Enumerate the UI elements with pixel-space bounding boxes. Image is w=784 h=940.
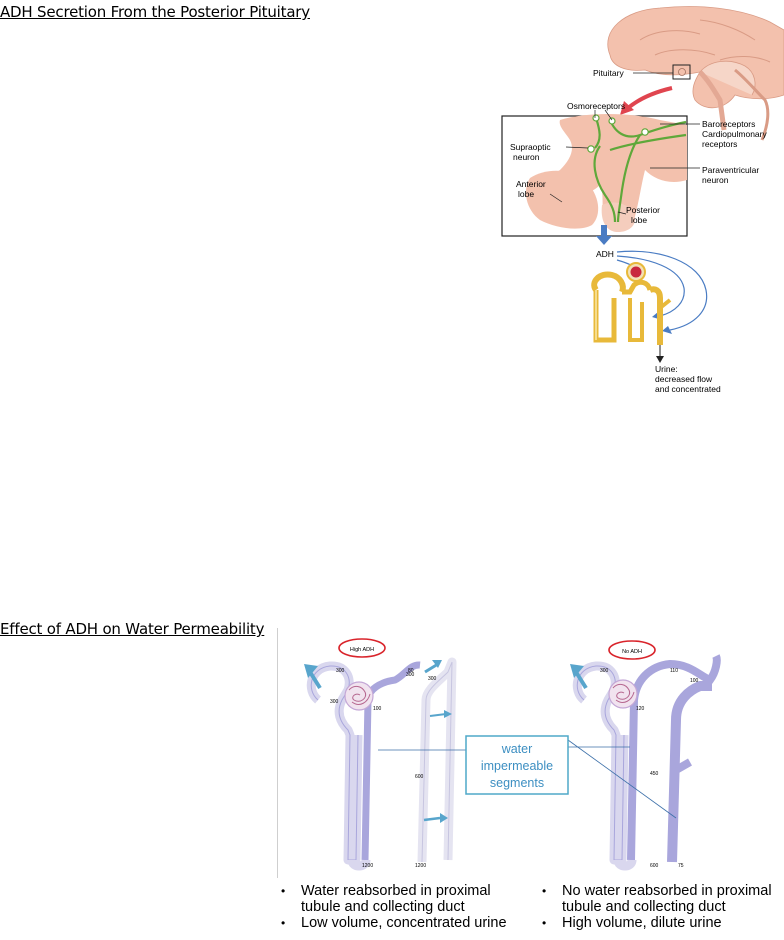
- high-adh-badge: [338, 638, 386, 658]
- num-l-f: 100: [373, 706, 382, 712]
- num-r-e: 450: [650, 771, 659, 777]
- num-r-d: 120: [636, 706, 645, 712]
- supraoptic-label: Supraoptic: [510, 142, 551, 152]
- blue-arrow-down: [601, 225, 607, 236]
- receptors-label: receptors: [702, 139, 737, 149]
- urine-flow-label: decreased flow: [655, 374, 713, 384]
- bullet-text-cont: tubule and collecting duct: [301, 899, 465, 915]
- water-impermeable-box: [465, 735, 569, 795]
- bullet-item: High volume, dilute urine: [540, 915, 784, 931]
- bullet-text: Water reabsorbed in proximal: [301, 883, 491, 899]
- num-l-i: 1200: [415, 863, 426, 869]
- num-r-b: 110: [670, 668, 678, 674]
- bullet-text: High volume, dilute urine: [562, 915, 722, 931]
- impermeable-leader-lines: [378, 739, 677, 819]
- cardiopulmonary-label: Cardiopulmonary: [702, 129, 767, 139]
- num-l-b: 300: [330, 699, 339, 705]
- pituitary-box: [672, 64, 691, 80]
- num-r-c: 100: [690, 678, 699, 684]
- anterior-lobe-label-2: lobe: [518, 189, 534, 199]
- urine-label: Urine:: [655, 364, 678, 374]
- bullet-text: Low volume, concentrated urine: [301, 915, 507, 931]
- baroreceptors-label: Baroreceptors: [702, 119, 755, 129]
- nephron-illustration: [591, 262, 672, 345]
- anterior-lobe-label: Anterior: [516, 179, 546, 189]
- nephron-no-adh: No ADH 300 110 100 120 450 600 75: [570, 640, 721, 871]
- num-r-f: 600: [650, 863, 659, 869]
- num-l-c: 300: [406, 672, 415, 678]
- adh-label: ADH: [596, 249, 614, 259]
- num-l-a: 300: [336, 668, 345, 674]
- num-l-h: 1200: [362, 863, 373, 869]
- nephron-high-adh: High ADH 300 300 300 80 300 100 600 1200…: [304, 638, 457, 871]
- osmoreceptors-label: Osmoreceptors: [567, 101, 625, 111]
- num-r-g: 75: [678, 863, 684, 869]
- impermeable-text-2: impermeable: [481, 759, 553, 773]
- urine-concentrated-label: and concentrated: [655, 384, 721, 394]
- impermeable-text-1: water: [501, 742, 533, 756]
- paraventricular-neuron-label: neuron: [702, 175, 729, 185]
- posterior-lobe-label-2: lobe: [631, 215, 647, 225]
- red-arrow: [626, 86, 673, 110]
- bullet-item: Low volume, concentrated urine: [279, 915, 534, 931]
- pituitary-label: Pituitary: [593, 68, 624, 78]
- hypothalamus-illustration: [525, 114, 687, 232]
- water-permeability-figure: High ADH 300 300 300 80 300 100 600 1200…: [277, 628, 721, 878]
- adh-secretion-figure: Pituitary Osmoreceptors Baroreceptors Ca…: [501, 6, 784, 394]
- no-adh-badge: [608, 640, 656, 660]
- num-l-d: 80: [408, 668, 414, 674]
- num-l-g: 600: [415, 774, 424, 780]
- num-l-e: 300: [428, 676, 437, 682]
- high-adh-badge-text: High ADH: [350, 647, 374, 653]
- paraventricular-label: Paraventricular: [702, 165, 759, 175]
- num-r-a: 300: [600, 668, 609, 674]
- posterior-lobe-label: Posterior: [626, 205, 660, 215]
- bullet-text-cont: tubule and collecting duct: [562, 899, 726, 915]
- section-title-adh-secretion: ADH Secretion From the Posterior Pituita…: [0, 3, 310, 21]
- bullet-text: No water reabsorbed in proximal: [562, 883, 772, 899]
- no-adh-badge-text: No ADH: [622, 649, 642, 655]
- supraoptic-neuron-label: neuron: [513, 152, 540, 162]
- section-title-water-permeability: Effect of ADH on Water Permeability: [0, 620, 265, 638]
- impermeable-text-3: segments: [490, 776, 544, 790]
